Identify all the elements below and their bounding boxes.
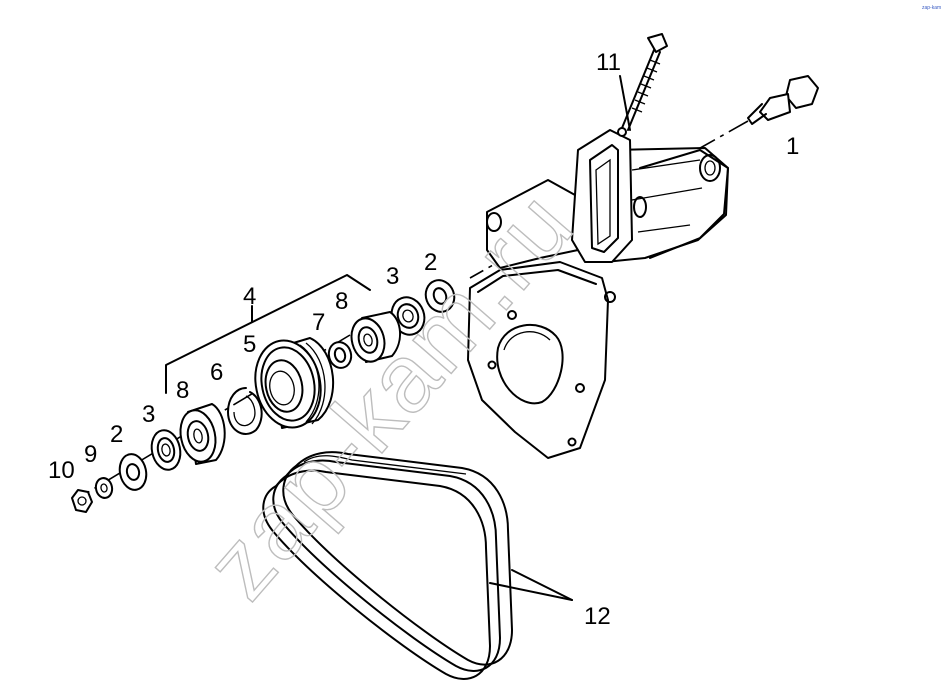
lock-washer-9 <box>94 477 114 499</box>
tensioner-bracket <box>467 129 729 459</box>
spacer-7 <box>327 341 353 369</box>
pulley-5 <box>254 337 335 429</box>
leader-11 <box>619 75 631 131</box>
callout-2-upper: 2 <box>424 249 437 276</box>
callout-7: 7 <box>312 309 325 336</box>
leader-12a <box>489 582 573 601</box>
leader-12b <box>511 569 573 601</box>
bearing-8-upper <box>350 311 401 363</box>
callout-1: 1 <box>786 133 799 160</box>
callout-3-upper: 3 <box>386 263 399 290</box>
nut-10 <box>71 489 93 513</box>
washer-2-upper <box>424 279 456 313</box>
callout-6: 6 <box>210 359 223 386</box>
corner-mark: zap-kam <box>922 5 941 11</box>
bolt-11 <box>617 33 668 137</box>
callout-2-lower: 2 <box>110 421 123 448</box>
bearing-8-lower <box>179 403 226 465</box>
pivot-bolt-1 <box>747 75 819 125</box>
callout-9: 9 <box>84 441 97 468</box>
callout-12: 12 <box>584 603 611 630</box>
callout-5: 5 <box>243 331 256 358</box>
bearing-3-lower <box>150 429 182 471</box>
poly-v-belt-12 <box>262 451 513 680</box>
callout-3-lower: 3 <box>142 401 155 428</box>
snap-ring-6 <box>227 387 263 435</box>
callout-8-lower: 8 <box>176 377 189 404</box>
group-brace-4 <box>165 274 371 394</box>
callout-11: 11 <box>596 49 621 76</box>
washer-2-lower <box>118 453 148 491</box>
callout-10: 10 <box>48 457 75 484</box>
callout-4: 4 <box>243 283 256 310</box>
callout-8-upper: 8 <box>335 288 348 315</box>
